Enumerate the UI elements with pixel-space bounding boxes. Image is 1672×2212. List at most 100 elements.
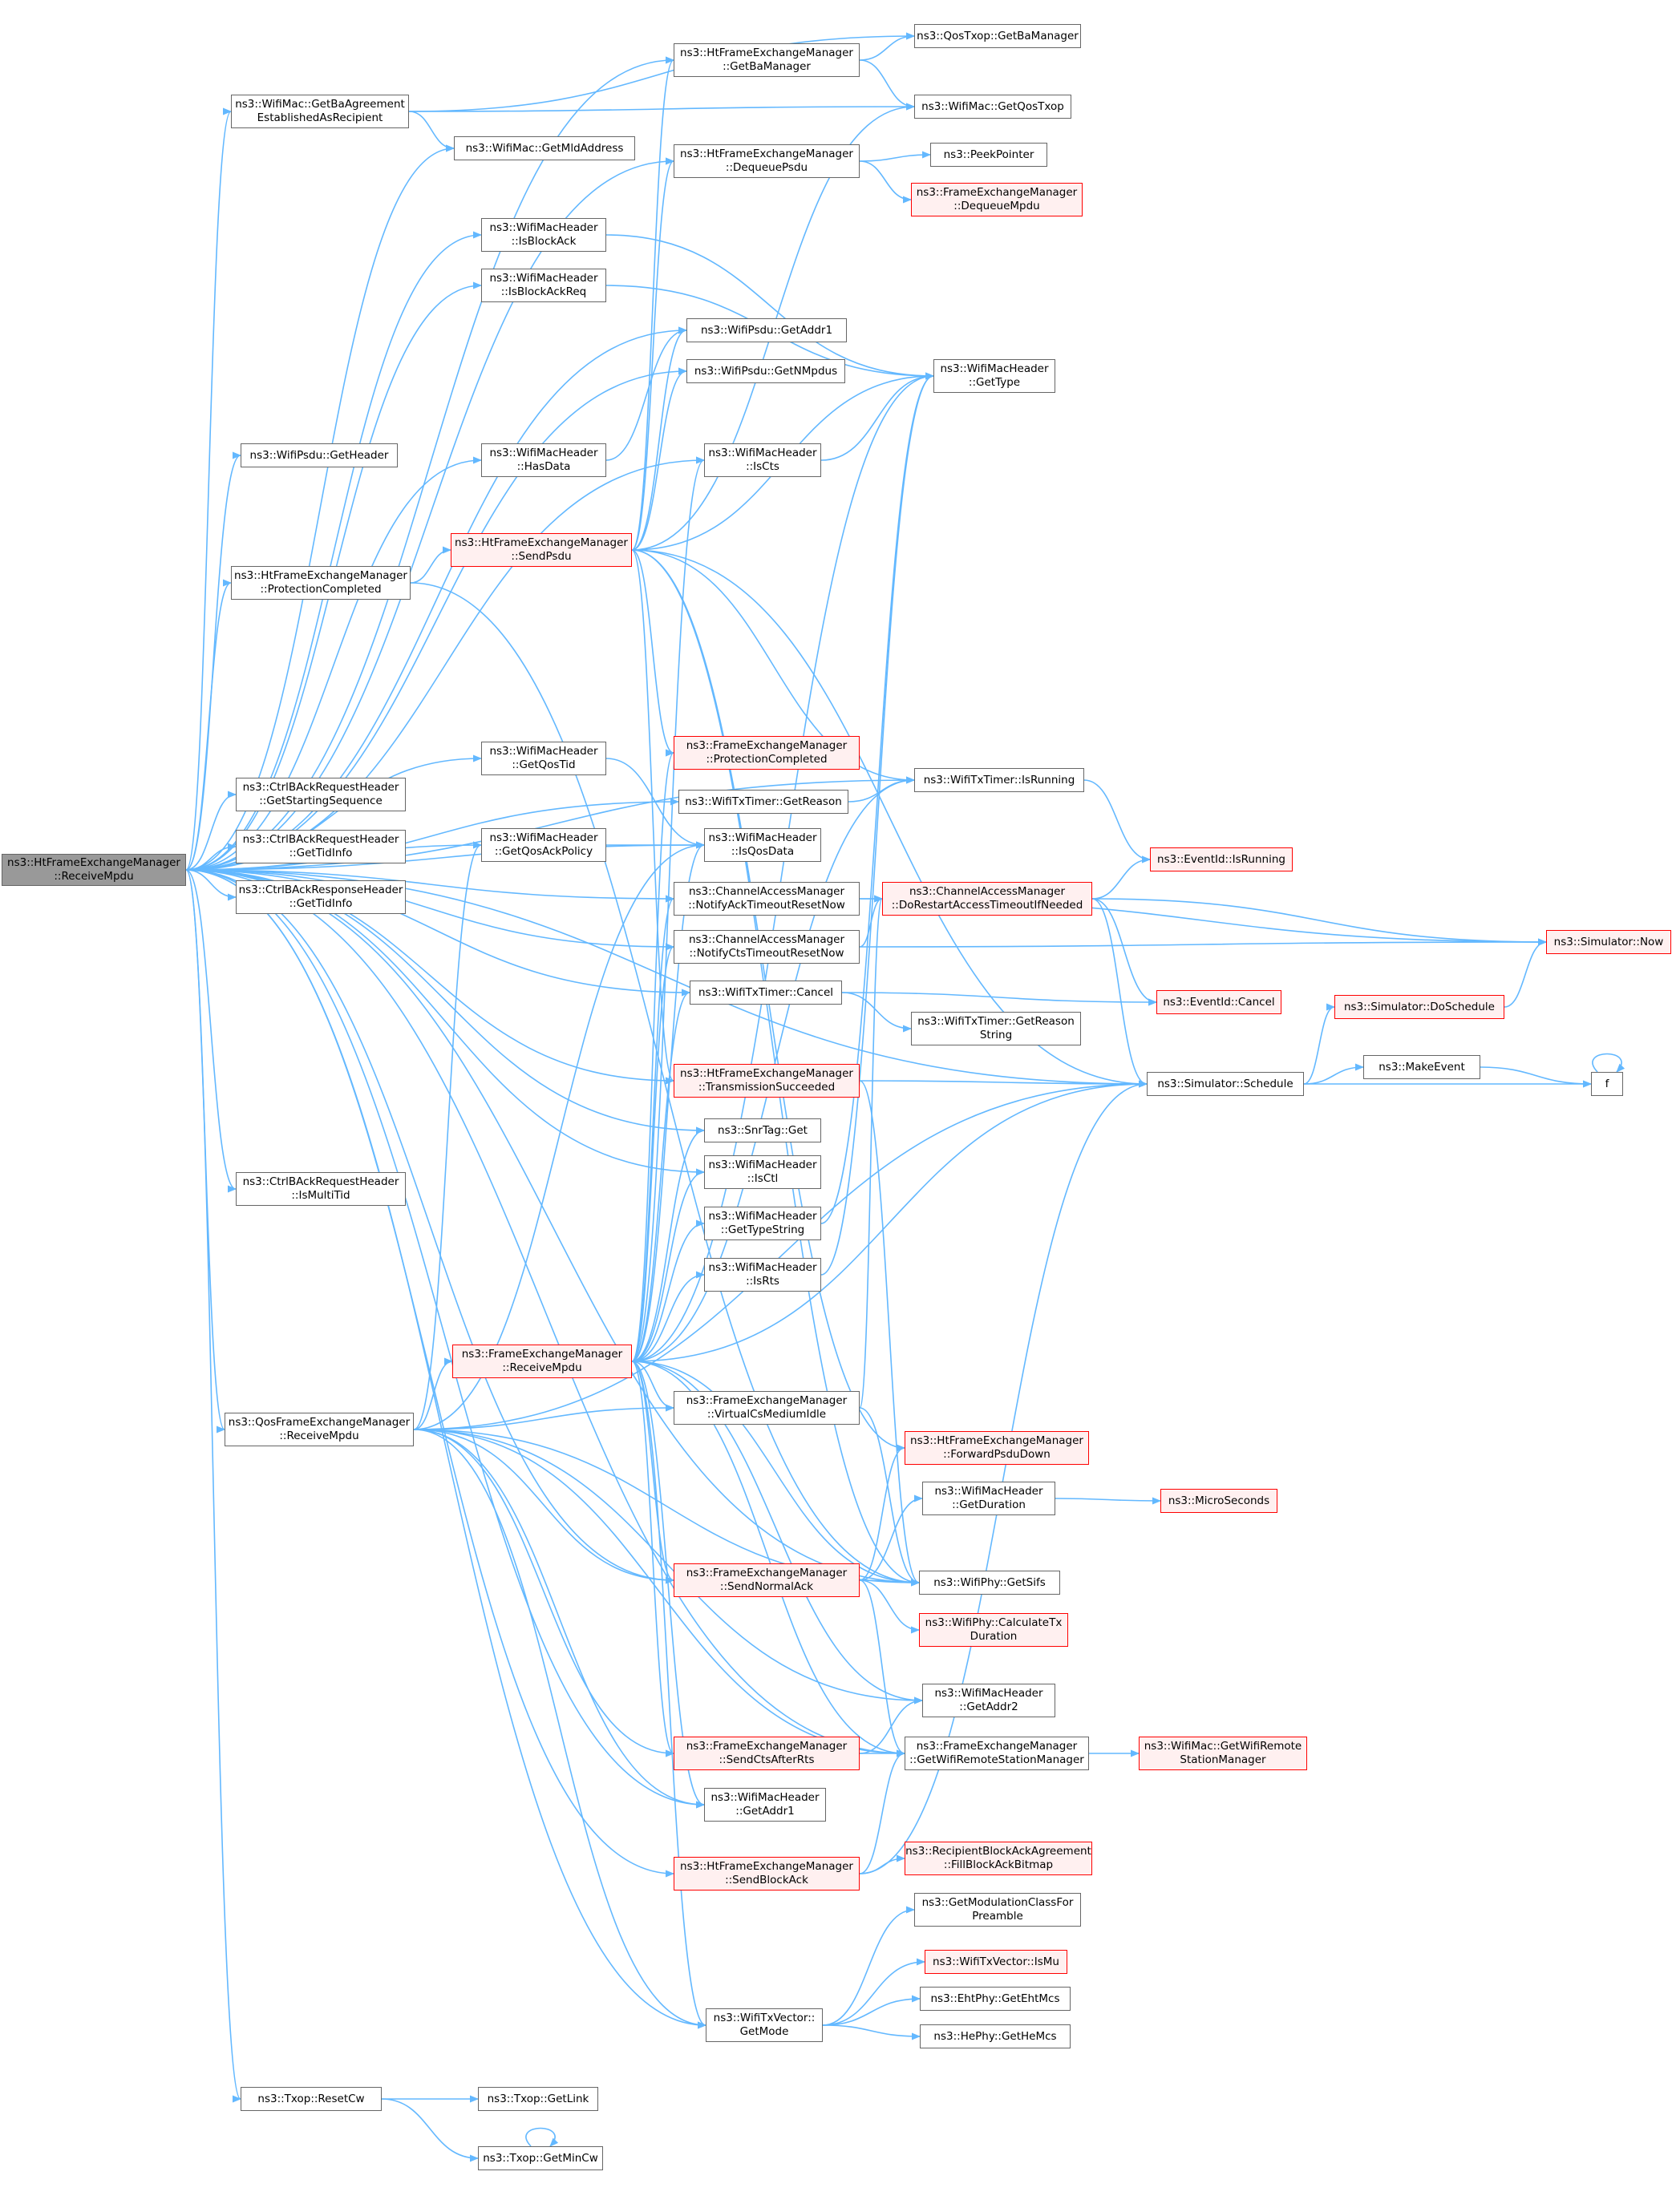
edge-qosReceiveMpdu-to-schedule [413,1080,1148,1430]
node-timer-cancel[interactable]: ns3::WifiTxTimer::Cancel [690,981,842,1005]
node-do-schedule[interactable]: ns3::Simulator::DoSchedule [1334,995,1504,1019]
node-label-line: ::FillBlockAckBitmap [943,1858,1054,1871]
node-label-line: ns3::Txop::ResetCw [257,2092,365,2105]
node-fe-dequeue-mpdu[interactable]: ns3::FrameExchangeManager::DequeueMpdu [911,183,1083,216]
node-label-line: ::NotifyAckTimeoutResetNow [688,899,845,912]
node-is-ctl[interactable]: ns3::WifiMacHeader::IsCtl [704,1155,821,1189]
node-psdu-get-header[interactable]: ns3::WifiPsdu::GetHeader [241,443,398,467]
node-get-type-string[interactable]: ns3::WifiMacHeader::GetTypeString [704,1207,821,1240]
edge-getMode-to-getModClass [822,1906,916,2026]
node-get-mld-address[interactable]: ns3::WifiMac::GetMldAddress [454,136,635,160]
node-make-event[interactable]: ns3::MakeEvent [1363,1055,1480,1079]
node-is-mu[interactable]: ns3::WifiTxVector::IsMu [925,1950,1067,1974]
node-get-link[interactable]: ns3::Txop::GetLink [478,2087,598,2111]
node-timer-get-reason[interactable]: ns3::WifiTxTimer::GetReason [678,790,848,814]
node-get-min-cw[interactable]: ns3::Txop::GetMinCw [478,2146,603,2170]
node-now[interactable]: ns3::Simulator::Now [1546,930,1671,954]
edge-qosReceiveMpdu-to-feReceiveMpdu [413,1357,454,1430]
node-is-multi-tid[interactable]: ns3::CtrlBAckRequestHeader::IsMultiTid [236,1172,406,1206]
node-event-cancel[interactable]: ns3::EventId::Cancel [1156,990,1281,1014]
node-bar-get-start-seq[interactable]: ns3::CtrlBAckRequestHeader::GetStartingS… [236,778,406,811]
node-get-type[interactable]: ns3::WifiMacHeader::GetType [933,359,1055,393]
node-dequeue-psdu[interactable]: ns3::HtFrameExchangeManager::DequeuePsdu [674,144,860,178]
node-get-qos-tid[interactable]: ns3::WifiMacHeader::GetQosTid [481,742,606,775]
node-notify-ack[interactable]: ns3::ChannelAccessManager::NotifyAckTime… [674,882,860,916]
node-has-data[interactable]: ns3::WifiMacHeader::HasData [481,443,606,477]
node-peek-pointer[interactable]: ns3::PeekPointer [930,143,1047,167]
node-label-line: ::VirtualCsMediumIdle [706,1408,827,1421]
node-schedule[interactable]: ns3::Simulator::Schedule [1147,1072,1304,1096]
node-get-qos-txop[interactable]: ns3::WifiMac::GetQosTxop [914,95,1071,119]
node-ba-get-tid-info[interactable]: ns3::CtrlBAckResponseHeader::GetTidInfo [236,880,406,914]
node-timer-is-running[interactable]: ns3::WifiTxTimer::IsRunning [914,768,1084,792]
node-label-line: ns3::HePhy::GetHeMcs [933,2029,1057,2043]
node-get-he-mcs[interactable]: ns3::HePhy::GetHeMcs [920,2024,1071,2048]
node-is-qos-data[interactable]: ns3::WifiMacHeader::IsQosData [704,828,821,862]
node-qos-get-ba-manager[interactable]: ns3::QosTxop::GetBaManager [914,24,1081,48]
node-root[interactable]: ns3::HtFrameExchangeManager::ReceiveMpdu [2,854,186,886]
node-label-line: ::SendBlockAck [725,1874,808,1886]
node-get-qos-ack-policy[interactable]: ns3::WifiMacHeader::GetQosAckPolicy [481,828,606,862]
node-is-cts[interactable]: ns3::WifiMacHeader::IsCts [704,443,821,477]
node-hdr-get-addr1[interactable]: ns3::WifiMacHeader::GetAddr1 [704,1788,826,1822]
node-event-is-running[interactable]: ns3::EventId::IsRunning [1150,847,1293,871]
node-get-mode[interactable]: ns3::WifiTxVector::GetMode [706,2008,823,2042]
node-trans-succeeded[interactable]: ns3::HtFrameExchangeManager::Transmissio… [674,1064,860,1098]
node-notify-cts[interactable]: ns3::ChannelAccessManager::NotifyCtsTime… [674,930,860,964]
node-label-line: ns3::WifiPsdu::GetNMpdus [694,364,838,378]
node-f[interactable]: f [1591,1072,1623,1096]
node-get-sifs[interactable]: ns3::WifiPhy::GetSifs [919,1571,1060,1595]
node-label-line: ns3::WifiMac::GetMldAddress [465,141,624,155]
node-get-duration[interactable]: ns3::WifiMacHeader::GetDuration [922,1482,1055,1515]
node-label-line: ::NotifyCtsTimeoutResetNow [689,947,844,960]
node-fe-receive-mpdu[interactable]: ns3::FrameExchangeManager::ReceiveMpdu [452,1345,632,1378]
edge-schedule-to-doSchedule [1303,1003,1336,1085]
node-fill-bitmap[interactable]: ns3::RecipientBlockAckAgreement::FillBlo… [905,1842,1092,1875]
node-get-addr2[interactable]: ns3::WifiMacHeader::GetAddr2 [922,1684,1055,1717]
node-label-line: ::GetBaManager [723,60,811,73]
node-label-line: ::GetQosAckPolicy [494,845,593,858]
node-label-line: ::GetAddr2 [959,1700,1018,1713]
node-get-n-mpdus[interactable]: ns3::WifiPsdu::GetNMpdus [686,359,845,383]
node-ht-prot-completed[interactable]: ns3::HtFrameExchangeManager::ProtectionC… [231,566,411,600]
node-label-line: ns3::ChannelAccessManager [688,885,845,898]
node-qos-receive-mpdu[interactable]: ns3::QosFrameExchangeManager::ReceiveMpd… [225,1413,414,1446]
node-label-line: ns3::WifiMacHeader [489,221,598,234]
node-virtual-cs[interactable]: ns3::FrameExchangeManager::VirtualCsMedi… [674,1391,860,1425]
node-bar-get-tid-info[interactable]: ns3::CtrlBAckRequestHeader::GetTidInfo [236,830,406,863]
node-psdu-get-addr1[interactable]: ns3::WifiPsdu::GetAddr1 [686,318,847,342]
edge-root-to-isMultiTid [185,869,237,1193]
edge-qosReceiveMpdu-to-sendNormalAck [413,1429,675,1584]
node-is-block-ack[interactable]: ns3::WifiMacHeader::IsBlockAck [481,218,606,252]
node-label-line: EstablishedAsRecipient [257,111,383,124]
edge-sendNormalAck-to-getDuration [859,1494,924,1581]
node-reset-cw[interactable]: ns3::Txop::ResetCw [241,2087,382,2111]
node-is-block-ack-req[interactable]: ns3::WifiMacHeader::IsBlockAckReq [481,269,606,302]
node-get-eht-mcs[interactable]: ns3::EhtPhy::GetEhtMcs [920,1987,1071,2011]
node-snr-get[interactable]: ns3::SnrTag::Get [704,1118,821,1142]
node-label-line: ns3::HtFrameExchangeManager [680,148,853,160]
node-forward-psdu-down[interactable]: ns3::HtFrameExchangeManager::ForwardPsdu… [905,1431,1089,1465]
node-is-rts[interactable]: ns3::WifiMacHeader::IsRts [704,1258,821,1292]
node-label-line: ns3::WifiPsdu::GetAddr1 [700,323,833,337]
edge-feReceiveMpdu-to-getSifs [631,1361,921,1587]
node-fe-prot-completed[interactable]: ns3::FrameExchangeManager::ProtectionCom… [674,736,860,770]
node-get-wrsm[interactable]: ns3::FrameExchangeManager::GetWifiRemote… [905,1737,1089,1770]
node-send-block-ack[interactable]: ns3::HtFrameExchangeManager::SendBlockAc… [674,1857,860,1891]
node-label-line: ns3::EventId::IsRunning [1157,852,1285,866]
node-label-line: ns3::WifiMacHeader [710,1791,820,1804]
node-ht-get-ba-manager[interactable]: ns3::HtFrameExchangeManager::GetBaManage… [674,43,860,77]
node-micro-seconds[interactable]: ns3::MicroSeconds [1160,1489,1277,1513]
node-send-normal-ack[interactable]: ns3::FrameExchangeManager::SendNormalAck [674,1563,860,1597]
node-send-cts-after-rts[interactable]: ns3::FrameExchangeManager::SendCtsAfterR… [674,1737,860,1770]
node-send-psdu[interactable]: ns3::HtFrameExchangeManager::SendPsdu [451,533,632,567]
edge-qosReceiveMpdu-to-virtualCs [413,1404,675,1430]
edge-sendPsdu-to-getNMpdus [631,367,688,551]
node-do-restart[interactable]: ns3::ChannelAccessManager::DoRestartAcce… [882,882,1092,916]
edge-qosReceiveMpdu-to-getMode [413,1429,707,2029]
